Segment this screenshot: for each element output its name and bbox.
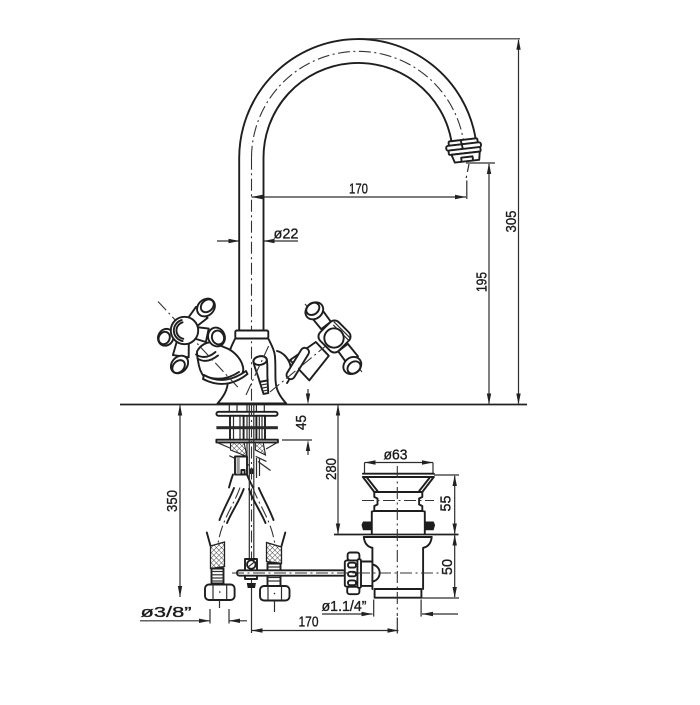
svg-text:350: 350 bbox=[164, 490, 181, 512]
svg-text:ø22: ø22 bbox=[274, 226, 299, 243]
svg-text:55: 55 bbox=[438, 496, 455, 512]
svg-text:ø63: ø63 bbox=[384, 447, 408, 464]
svg-text:170: 170 bbox=[349, 181, 368, 198]
svg-text:ø3/8”: ø3/8” bbox=[141, 604, 192, 621]
svg-text:195: 195 bbox=[474, 272, 491, 292]
svg-text:280: 280 bbox=[323, 458, 340, 480]
svg-text:170: 170 bbox=[299, 614, 319, 631]
svg-text:50: 50 bbox=[439, 559, 456, 575]
svg-text:ø1.1/4”: ø1.1/4” bbox=[322, 598, 367, 615]
svg-text:305: 305 bbox=[503, 211, 520, 233]
svg-text:45: 45 bbox=[293, 415, 310, 430]
